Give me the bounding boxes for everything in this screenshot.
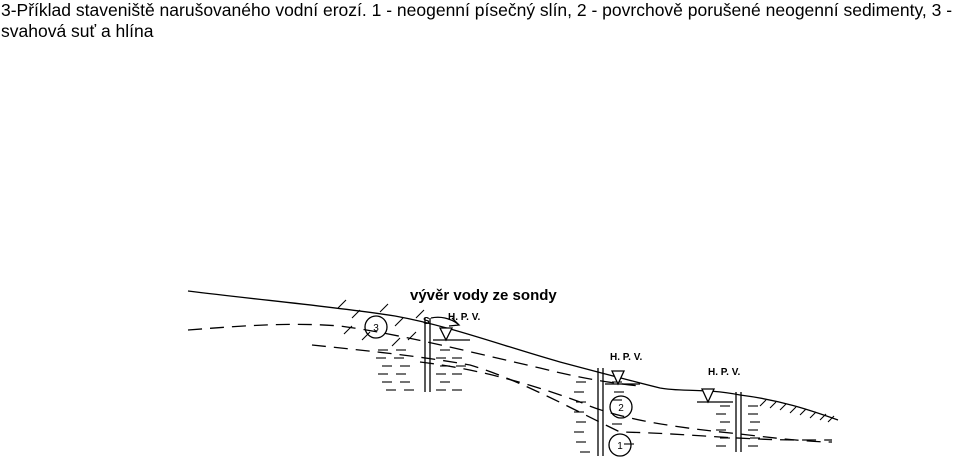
boundary-middle-dashed [311,344,832,441]
probe-label: S [423,316,430,327]
groundwater-level-marker-2 [605,370,640,386]
probe-2 [597,368,604,456]
groundwater-label-1: H. P. V. [448,312,480,323]
groundwater-label-3: H. P. V. [708,367,740,378]
layer-marker-circle-2 [609,395,633,419]
diagram-heading: vývěr vody ze sondy [410,287,557,304]
layer-marker-1: 1 [617,441,623,452]
sediment-texture-right [716,405,760,447]
boundary-upper-dashed [187,323,641,387]
slope-debris-hatching [337,299,835,423]
layer-marker-circle-1 [608,433,632,457]
probe-3 [735,392,742,452]
groundwater-level-marker-3 [697,388,733,404]
sediment-texture-middle [574,381,634,453]
figure-caption: 3-Příklad staveniště narušovaného vodní … [1,0,953,41]
sediment-texture-left [376,349,466,391]
layer-marker-2: 2 [618,403,624,414]
layer-marker-3: 3 [373,323,379,334]
groundwater-label-2: H. P. V. [610,352,642,363]
layer-marker-circle-3 [364,315,388,339]
groundwater-level-marker-1 [433,327,470,342]
probe-1 [424,318,431,392]
boundary-lower-dashed [419,361,833,443]
spring-outflow-arrowhead [448,317,461,327]
terrain-surface [187,290,839,421]
